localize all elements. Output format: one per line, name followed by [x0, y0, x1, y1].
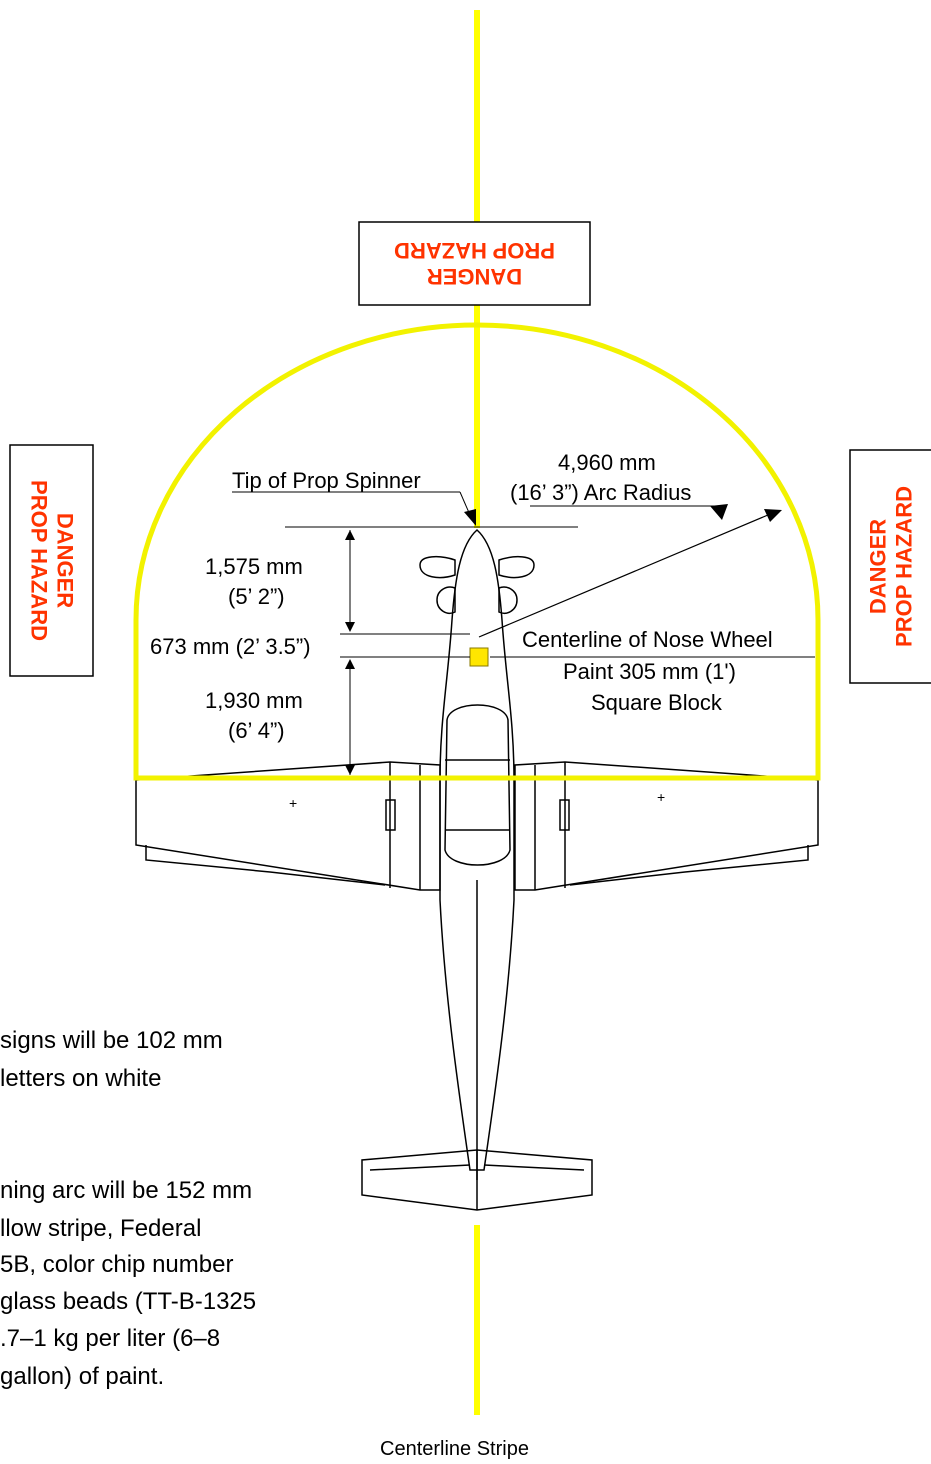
danger-left-line1: DANGER	[53, 513, 78, 608]
dim-arrow-down	[345, 622, 355, 632]
note2-line5: .7–1 kg per liter (6–8	[0, 1325, 220, 1352]
nose-wheel-block	[469, 647, 489, 667]
label-dim3-mm: 1,930 mm	[205, 688, 303, 713]
danger-sign-left: DANGER PROP HAZARD	[9, 444, 94, 677]
label-dim1-mm: 1,575 mm	[205, 554, 303, 579]
radius-arrow-head	[764, 509, 782, 522]
label-dim1-ft: (5’ 2”)	[228, 584, 285, 609]
danger-left-line2: PROP HAZARD	[27, 480, 52, 641]
label-arc-radius-ft: (16’ 3”) Arc Radius	[510, 480, 691, 505]
dim-arrow-up-2	[345, 659, 355, 669]
note2-line1: ning arc will be 152 mm	[0, 1177, 252, 1204]
note2-line2: llow stripe, Federal	[0, 1215, 201, 1242]
danger-sign-right: DANGER PROP HAZARD	[849, 449, 931, 684]
label-dim2: 673 mm (2’ 3.5”)	[150, 634, 311, 659]
danger-sign-top: DANGER PROP HAZARD	[358, 221, 591, 306]
radius-arrow-line	[478, 511, 776, 638]
wing-plus-left: +	[289, 795, 297, 811]
danger-right-line2: PROP HAZARD	[892, 486, 917, 647]
note2-line6: gallon) of paint.	[0, 1363, 164, 1390]
note2-line3: 5B, color chip number	[0, 1251, 233, 1278]
wing-plus-right: +	[657, 789, 665, 805]
danger-top-line1: DANGER	[427, 264, 522, 289]
label-arc-radius-mm: 4,960 mm	[558, 450, 656, 475]
dim-arrow-down-2	[345, 765, 355, 775]
danger-top-line2: PROP HAZARD	[394, 238, 555, 263]
note1-line1: signs will be 102 mm	[0, 1027, 223, 1054]
spinner-callout-arrow	[464, 509, 476, 526]
dim-arrow-up	[345, 530, 355, 540]
radius-callout-arrow	[710, 504, 728, 520]
label-nose-wheel-1: Centerline of Nose Wheel	[522, 627, 773, 652]
note2-line4: glass beads (TT-B-1325	[0, 1288, 256, 1315]
label-dim3-ft: (6’ 4”)	[228, 718, 285, 743]
label-nose-wheel-3: Square Block	[591, 690, 723, 715]
danger-right-line1: DANGER	[866, 519, 891, 614]
note1-line2: letters on white	[0, 1065, 161, 1092]
label-centerline-stripe: Centerline Stripe	[380, 1438, 529, 1460]
prop-arc	[133, 322, 821, 781]
label-nose-wheel-2: Paint 305 mm (1')	[563, 659, 736, 684]
label-tip-of-prop-spinner: Tip of Prop Spinner	[232, 468, 421, 493]
